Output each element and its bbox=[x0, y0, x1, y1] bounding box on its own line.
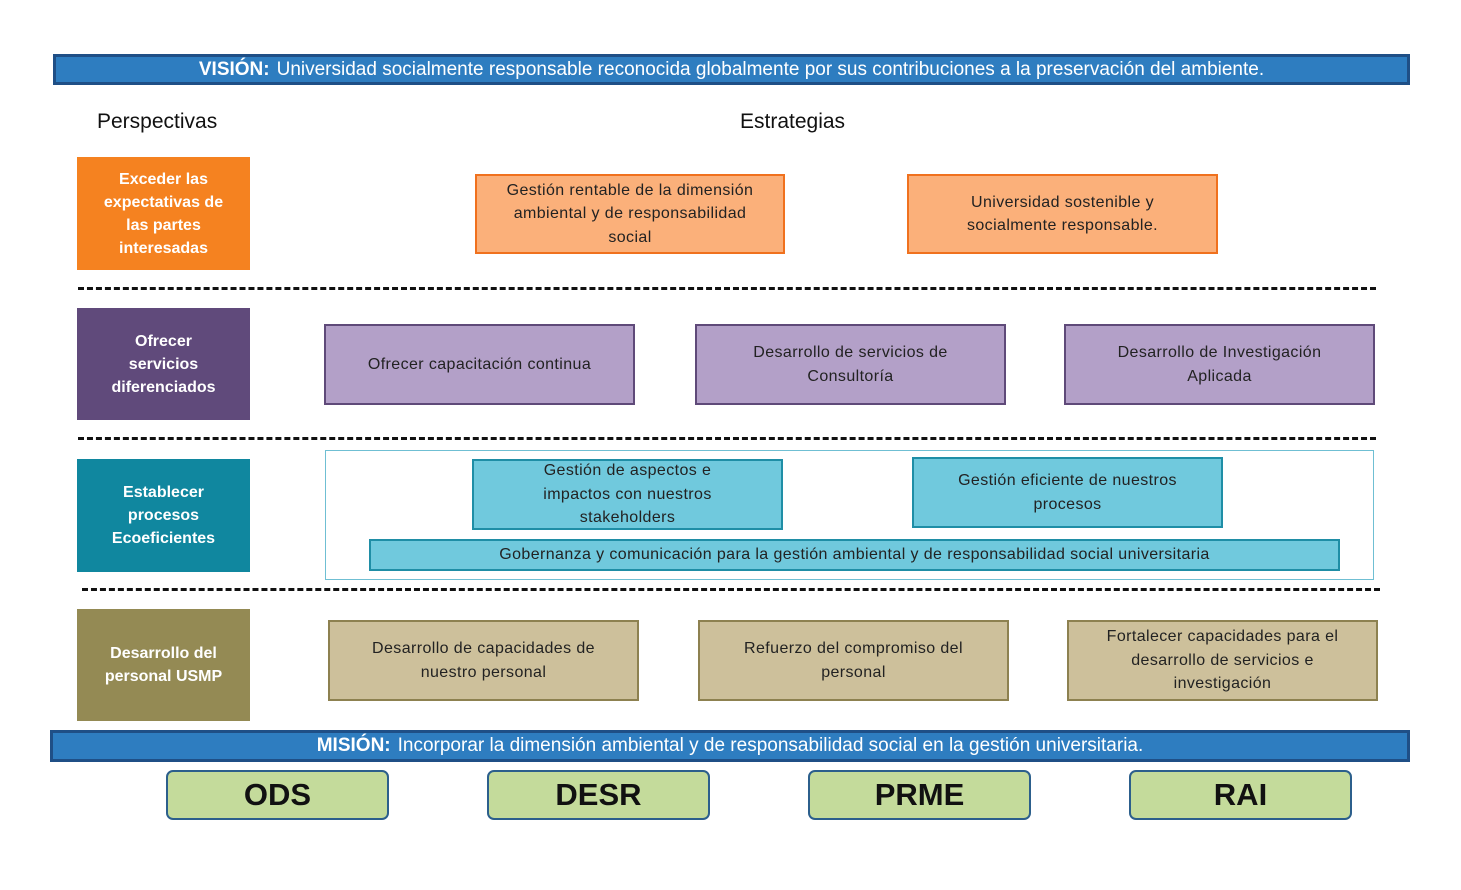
mission-banner: MISIÓN: Incorporar la dimensión ambienta… bbox=[50, 730, 1410, 762]
vision-label: VISIÓN: bbox=[198, 58, 270, 80]
strategy-stakeholders: Gestión de aspectos e impactos con nuest… bbox=[472, 459, 783, 530]
strategy-compromiso-personal: Refuerzo del compromiso del personal bbox=[698, 620, 1009, 701]
strategy-fortalecer-capacidades: Fortalecer capacidades para el desarroll… bbox=[1067, 620, 1378, 701]
perspective-services: Ofrecer servicios diferenciados bbox=[77, 308, 250, 420]
strategy-universidad-sostenible: Universidad sostenible y socialmente res… bbox=[907, 174, 1218, 254]
strategy-gobernanza: Gobernanza y comunicación para la gestió… bbox=[369, 539, 1340, 571]
strategy-gestion-rentable: Gestión rentable de la dimensión ambient… bbox=[475, 174, 785, 254]
row-divider bbox=[82, 588, 1380, 591]
perspective-stakeholders: Exceder las expectativas de las partes i… bbox=[77, 157, 250, 270]
strategy-capacidades-personal: Desarrollo de capacidades de nuestro per… bbox=[328, 620, 639, 701]
strategies-header: Estrategias bbox=[740, 110, 846, 133]
framework-prme: PRME bbox=[808, 770, 1031, 820]
vision-text: Universidad socialmente responsable reco… bbox=[276, 58, 1265, 80]
framework-rai: RAI bbox=[1129, 770, 1352, 820]
mission-label: MISIÓN: bbox=[316, 735, 391, 756]
row-divider bbox=[78, 287, 1376, 290]
strategy-consultoria: Desarrollo de servicios de Consultoría bbox=[695, 324, 1006, 405]
strategy-investigacion: Desarrollo de Investigación Aplicada bbox=[1064, 324, 1375, 405]
vision-banner: VISIÓN: Universidad socialmente responsa… bbox=[53, 54, 1410, 85]
framework-desr: DESR bbox=[487, 770, 710, 820]
row-divider bbox=[78, 437, 1376, 440]
processes-group-frame bbox=[325, 450, 1374, 580]
strategy-procesos-eficientes: Gestión eficiente de nuestros procesos bbox=[912, 457, 1223, 528]
perspective-personnel: Desarrollo del personal USMP bbox=[77, 609, 250, 721]
mission-text: Incorporar la dimensión ambiental y de r… bbox=[397, 735, 1144, 756]
strategy-capacitacion: Ofrecer capacitación continua bbox=[324, 324, 635, 405]
framework-ods: ODS bbox=[166, 770, 389, 820]
perspectives-header: Perspectivas bbox=[97, 110, 218, 133]
perspective-processes: Establecer procesos Ecoeficientes bbox=[77, 459, 250, 572]
